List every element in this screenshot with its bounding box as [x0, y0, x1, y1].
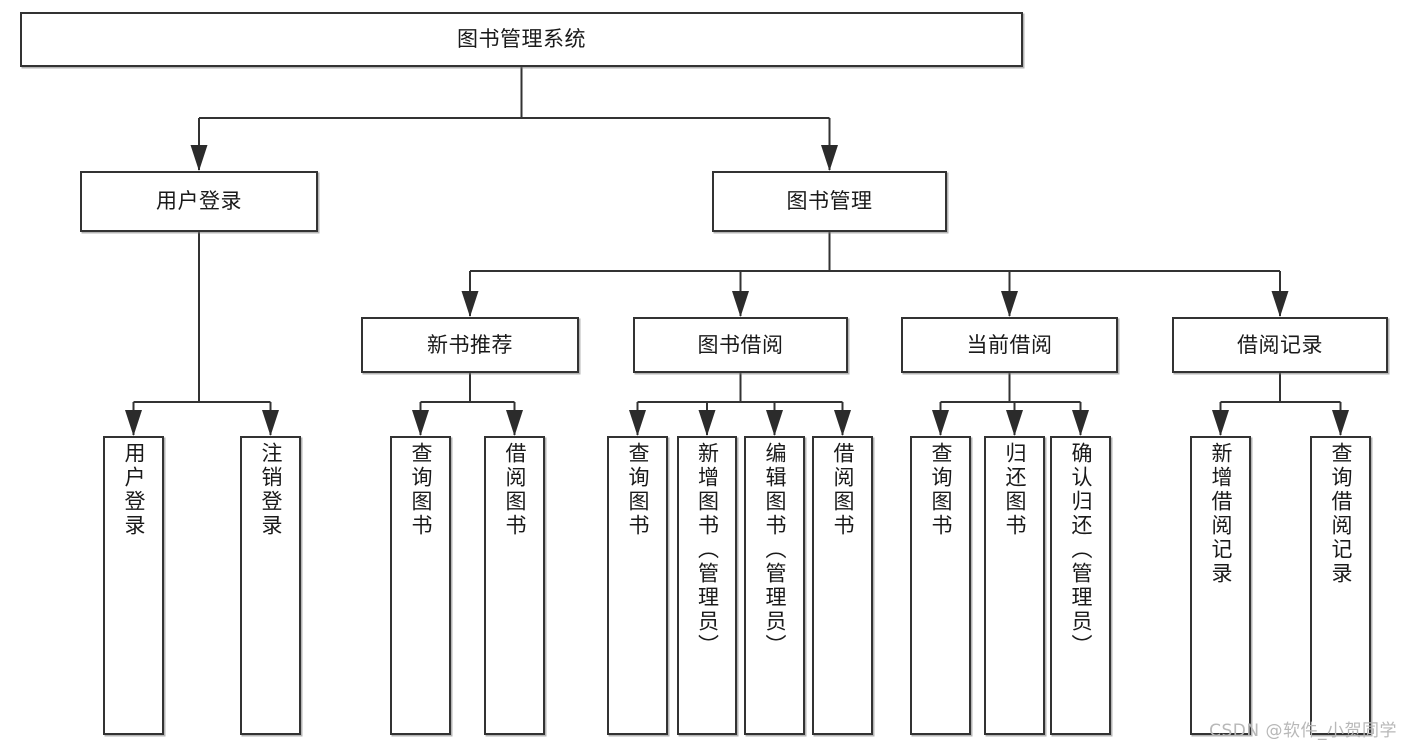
- node-leaf-add-record[interactable]: 新增借阅记录: [1190, 436, 1251, 735]
- node-label-new-book-rec: 新书推荐: [427, 332, 513, 357]
- node-leaf-borrow-book-1[interactable]: 借阅图书: [484, 436, 545, 735]
- node-label-book-borrow: 图书借阅: [697, 332, 784, 357]
- node-label-borrow-record: 借阅记录: [1237, 332, 1323, 357]
- node-leaf-return-book[interactable]: 归还图书: [984, 436, 1045, 735]
- node-label-leaf-borrow-book-2: 借阅图书: [831, 442, 855, 538]
- node-book-manage[interactable]: 图书管理: [712, 171, 947, 232]
- node-new-book-rec[interactable]: 新书推荐: [361, 317, 579, 373]
- node-label-leaf-edit-book: 编辑图书（管理员）: [763, 442, 787, 658]
- node-label-leaf-user-login: 用户登录: [122, 442, 146, 538]
- node-leaf-borrow-book-2[interactable]: 借阅图书: [812, 436, 873, 735]
- node-leaf-add-book[interactable]: 新增图书（管理员）: [677, 436, 737, 735]
- node-label-current-borrow: 当前借阅: [966, 332, 1053, 357]
- watermark-text: CSDN @软件_小贺同学: [1209, 721, 1397, 741]
- node-label-leaf-query-record: 查询借阅记录: [1329, 442, 1353, 586]
- node-leaf-query-book-1[interactable]: 查询图书: [390, 436, 451, 735]
- node-label-book-manage: 图书管理: [786, 189, 873, 214]
- node-label-leaf-query-book-1: 查询图书: [409, 442, 433, 538]
- node-leaf-user-logout[interactable]: 注销登录: [240, 436, 301, 735]
- node-label-user-login: 用户登录: [156, 189, 242, 214]
- node-leaf-query-book-3[interactable]: 查询图书: [910, 436, 971, 735]
- node-leaf-query-record[interactable]: 查询借阅记录: [1310, 436, 1371, 735]
- node-label-leaf-add-record: 新增借阅记录: [1209, 442, 1233, 586]
- node-label-leaf-query-book-2: 查询图书: [626, 442, 650, 538]
- node-label-leaf-user-logout: 注销登录: [259, 442, 283, 538]
- node-label-root: 图书管理系统: [457, 27, 586, 52]
- node-leaf-edit-book[interactable]: 编辑图书（管理员）: [744, 436, 805, 735]
- node-label-leaf-query-book-3: 查询图书: [929, 442, 953, 538]
- node-label-leaf-return-book: 归还图书: [1003, 442, 1027, 538]
- node-borrow-record[interactable]: 借阅记录: [1172, 317, 1388, 373]
- node-user-login[interactable]: 用户登录: [80, 171, 318, 232]
- node-root[interactable]: 图书管理系统: [20, 12, 1023, 67]
- node-leaf-query-book-2[interactable]: 查询图书: [607, 436, 668, 735]
- node-leaf-user-login[interactable]: 用户登录: [103, 436, 164, 735]
- node-label-leaf-borrow-book-1: 借阅图书: [503, 442, 527, 538]
- node-label-leaf-add-book: 新增图书（管理员）: [695, 442, 720, 658]
- node-leaf-confirm-ret[interactable]: 确认归还（管理员）: [1050, 436, 1111, 735]
- node-book-borrow[interactable]: 图书借阅: [633, 317, 848, 373]
- node-label-leaf-confirm-ret: 确认归还（管理员）: [1069, 442, 1093, 658]
- node-current-borrow[interactable]: 当前借阅: [901, 317, 1118, 373]
